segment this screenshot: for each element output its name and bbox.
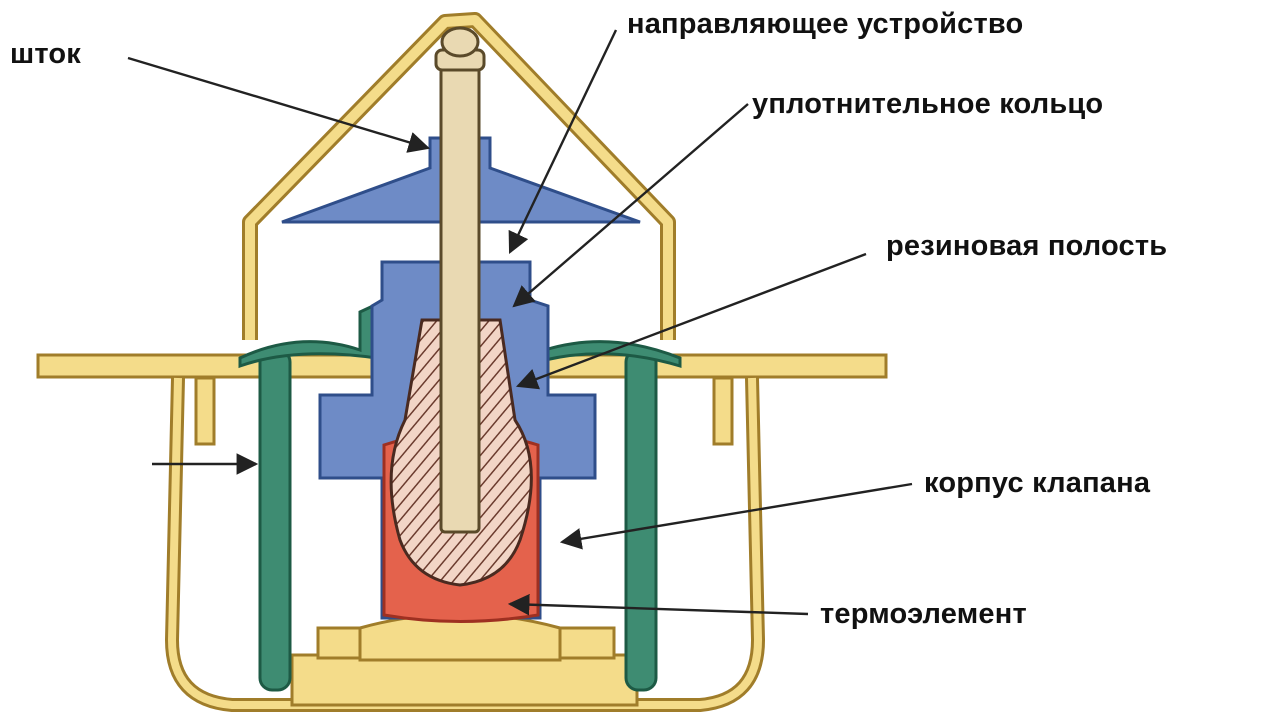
label-valve-body: корпус клапана	[924, 467, 1151, 499]
label-thermo-element: термоэлемент	[820, 598, 1027, 630]
arrow-stem	[127, 56, 431, 153]
yellow-bridge	[242, 12, 676, 340]
arrow-seal	[512, 103, 749, 308]
stem	[434, 26, 486, 534]
arrow-body	[559, 482, 913, 550]
label-guide-device: направляющее устройство	[627, 8, 1024, 40]
arrow-rubber	[515, 252, 867, 390]
arrow-thermo	[507, 593, 809, 616]
spring-left	[258, 348, 292, 692]
label-rubber-cavity: резиновая полость	[886, 230, 1168, 262]
label-stem: шток	[10, 38, 82, 70]
leader-lines	[127, 29, 913, 616]
spring-right	[624, 348, 658, 692]
label-seal-ring: уплотнительное кольцо	[752, 88, 1104, 120]
arrow-guide	[508, 29, 618, 254]
bottom-base	[290, 612, 639, 707]
